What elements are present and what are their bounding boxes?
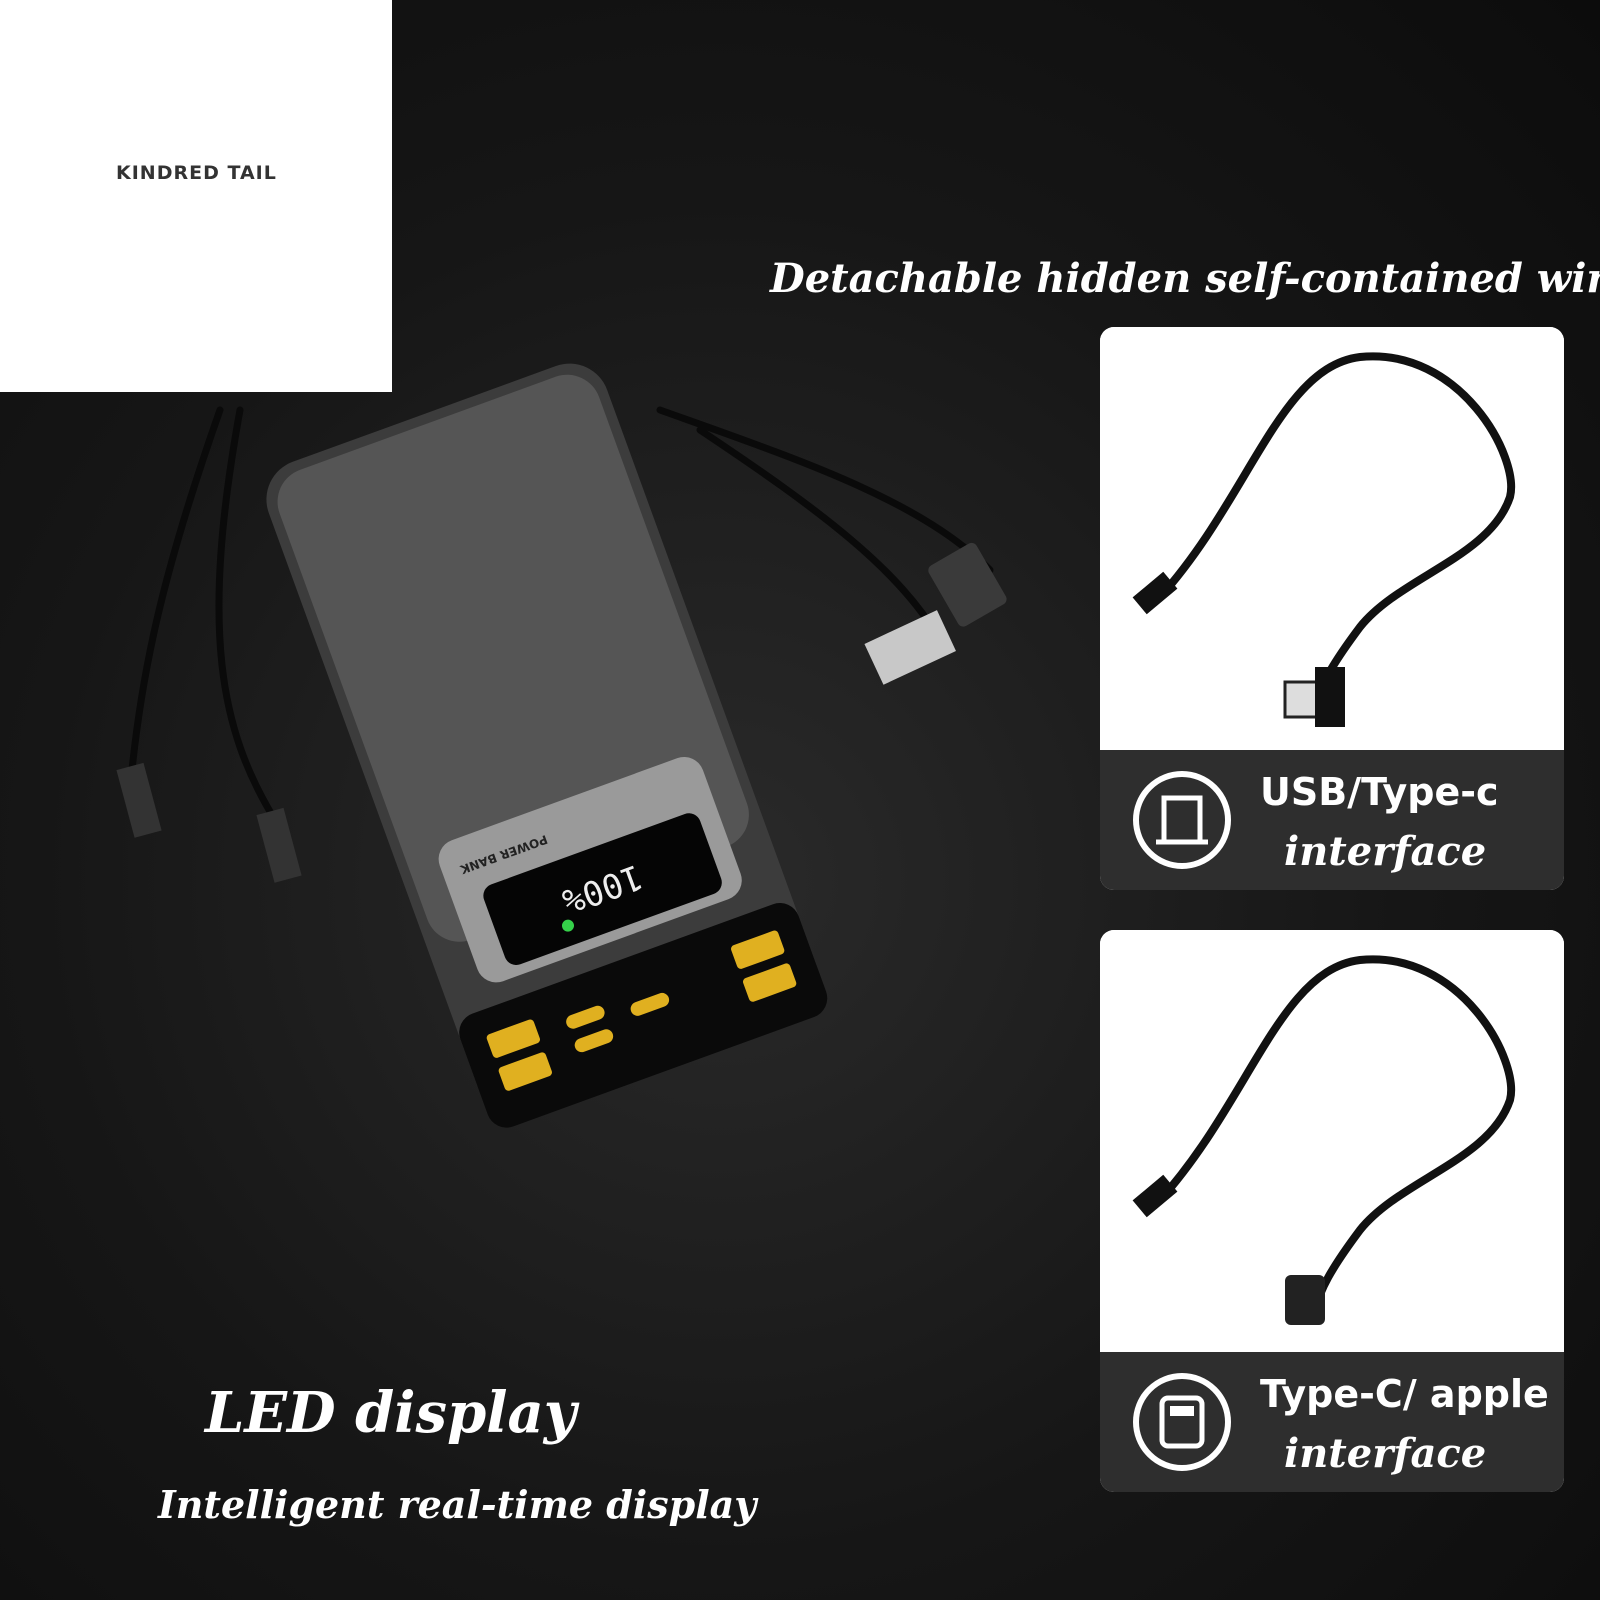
lightning-port-icon xyxy=(1133,1373,1231,1471)
cable-connector xyxy=(116,762,162,838)
usb-type-c-card: USB/Type-c interface xyxy=(1100,327,1564,890)
card-subtitle: interface xyxy=(1284,828,1487,875)
led-display-subtitle: Intelligent real-time display xyxy=(158,1482,757,1527)
led-screen xyxy=(483,813,722,965)
type-c-apple-card: Type-C/ apple interface xyxy=(1100,930,1564,1492)
card-subtitle: interface xyxy=(1284,1430,1487,1477)
led-display-title: LED display xyxy=(205,1380,577,1446)
usb-port-icon xyxy=(1133,771,1231,869)
usb-c-connector xyxy=(928,542,1007,627)
card-caption: Type-C/ apple interface xyxy=(1100,1352,1564,1492)
lightning-cable-photo xyxy=(1100,930,1564,1352)
usb-cable-photo xyxy=(1100,327,1564,750)
power-bank-image: 100% POWER BANK xyxy=(116,363,1007,1128)
card-title: USB/Type-c xyxy=(1260,770,1499,814)
usb-ports xyxy=(486,930,797,1091)
usb-a-connector xyxy=(864,610,956,685)
card-caption: USB/Type-c interface xyxy=(1100,750,1564,890)
logo-panel: KINDRED TAIL xyxy=(0,0,392,392)
status-led xyxy=(561,919,574,932)
feature-heading: Detachable hidden self-contained wire xyxy=(770,255,1600,302)
card-title: Type-C/ apple xyxy=(1260,1372,1549,1416)
cables xyxy=(126,406,994,824)
cable-connector xyxy=(256,807,302,883)
brand-logo: KINDRED TAIL xyxy=(116,162,277,184)
